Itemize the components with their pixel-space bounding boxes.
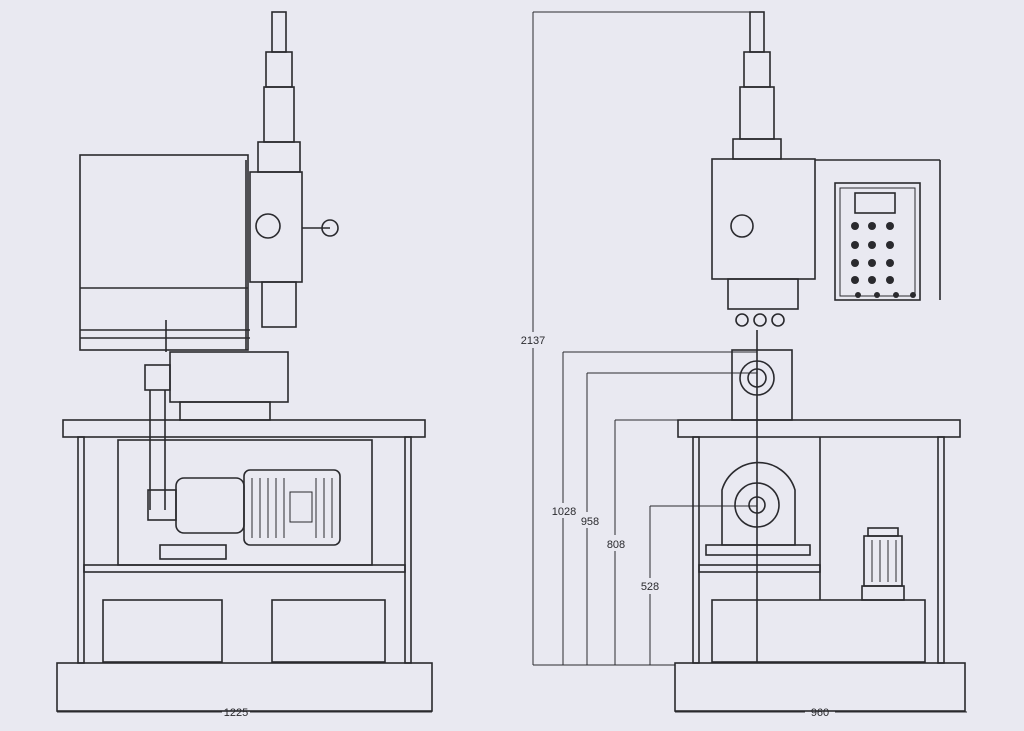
control-panel-display [854,192,896,214]
height-dimension-lines [532,11,757,666]
dim-height-528: 528 [641,581,659,593]
dim-height-958: 958 [581,516,599,528]
side-cylinder-top [265,51,293,88]
front-sight-glass [730,214,754,238]
dim-height-808: 808 [607,539,625,551]
front-base [674,662,966,712]
side-sight-glass [255,213,281,239]
side-motor [243,469,341,546]
dim-front-width: 960 [811,707,829,719]
front-table-top [677,419,961,438]
side-gear-reducer [175,477,245,534]
side-cylinder [263,86,295,143]
front-bearing-housing [731,349,793,421]
side-cabinet [117,439,373,566]
control-panel [834,182,921,301]
side-enclosure [79,154,249,351]
side-head [249,171,303,283]
front-rod [749,11,765,53]
side-lower-box-left [102,599,223,663]
front-view: 2137 1028 958 808 528 960 [521,11,967,719]
dim-side-width: 1225 [224,707,248,719]
side-motor-base [159,544,227,560]
side-shelf [83,564,406,573]
side-view: 1225 [56,11,433,719]
front-motor-pulley [721,461,796,546]
side-gearbox [169,351,289,403]
side-lower-box-right [271,599,386,663]
side-rod [271,11,287,53]
side-leg-right [404,436,412,664]
side-nozzle [261,281,297,328]
side-head-top [257,141,301,173]
side-table-top [62,419,426,438]
front-shelf [698,564,821,573]
side-base [56,662,433,712]
dim-height-1028: 1028 [552,506,576,518]
dim-overall-height: 2137 [521,335,545,347]
side-leg-left [77,436,85,664]
front-head [711,158,816,280]
front-lower-box [711,599,926,663]
side-handwheel-icon [321,219,339,237]
front-leg-left [692,436,700,664]
front-leg-right [937,436,945,664]
